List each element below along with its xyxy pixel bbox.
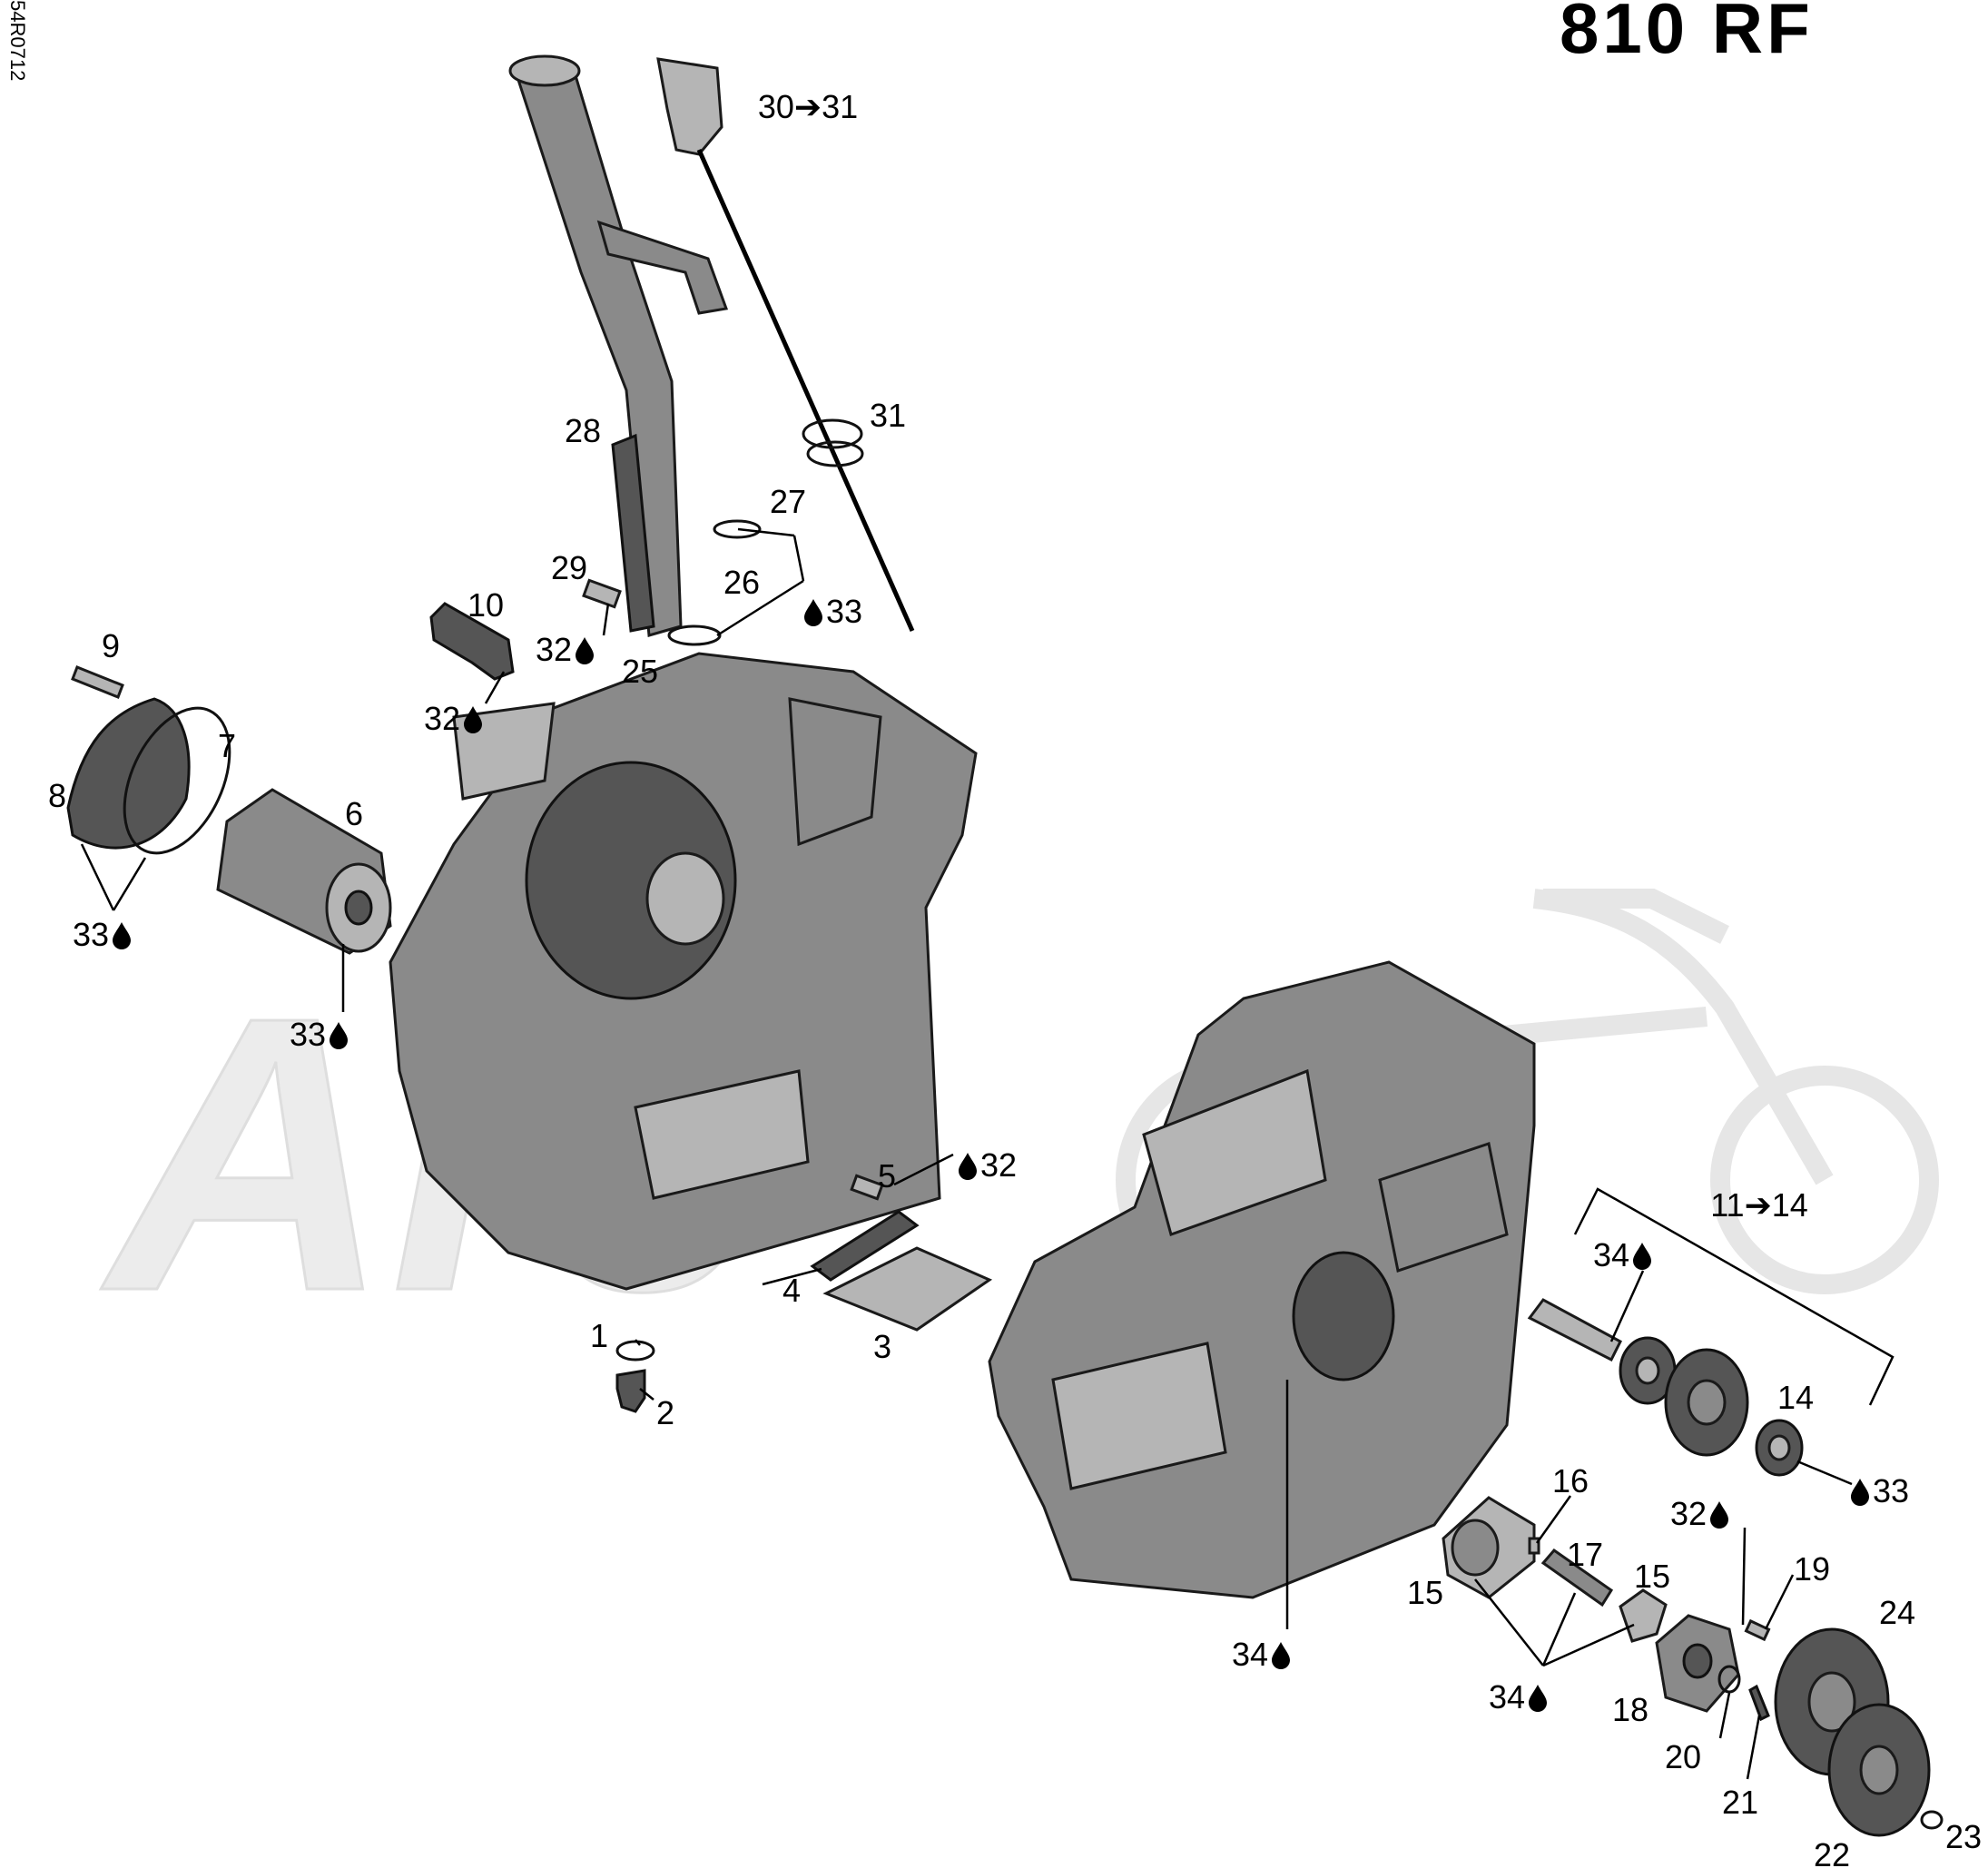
part-callout: 23 xyxy=(1945,1818,1982,1855)
o-ring-27b xyxy=(667,624,722,646)
lubricant-drop-icon xyxy=(1633,1243,1651,1270)
clip-23 xyxy=(1920,1810,1944,1830)
oil-filter-cover-8 xyxy=(66,697,191,850)
part-callout: 2 xyxy=(656,1394,674,1431)
part-callout: 34 xyxy=(1593,1236,1629,1273)
lubricant-drop-icon xyxy=(804,599,822,626)
crankcase-right xyxy=(988,960,1536,1599)
part-callout: 33 xyxy=(290,1016,326,1053)
oil-pressure-sensor-10 xyxy=(429,602,515,681)
part-callout: 25 xyxy=(622,653,658,690)
part-callout: 34 xyxy=(1489,1678,1525,1716)
part-callout: 20 xyxy=(1665,1738,1701,1775)
oil-pump-lower xyxy=(1442,1496,1944,1837)
lubricant-drop-icon xyxy=(959,1153,977,1180)
lubricant-drop-icon xyxy=(1710,1501,1728,1529)
lubricant-drop-icon xyxy=(113,922,131,949)
oil-screen-3 xyxy=(822,1246,993,1332)
group-bracket-11-14 xyxy=(1573,1187,1895,1406)
part-callout: 15 xyxy=(1634,1558,1670,1595)
pump-shaft-17 xyxy=(1540,1548,1614,1607)
part-callout: 19 xyxy=(1794,1550,1830,1588)
lubricant-drop-icon xyxy=(1851,1479,1869,1506)
part-callout: 29 xyxy=(551,549,587,586)
part-callout: 32 xyxy=(1670,1495,1707,1532)
part-callout: 27 xyxy=(770,483,806,520)
part-callout: 15 xyxy=(1407,1574,1443,1611)
lubricant-drop-icon xyxy=(330,1022,348,1049)
part-callout: 33 xyxy=(73,916,109,953)
shaft-11 xyxy=(1527,1298,1622,1362)
bolt-19 xyxy=(1744,1618,1771,1642)
part-callout: 32 xyxy=(424,700,460,737)
part-callout: 16 xyxy=(1552,1462,1589,1499)
part-callout: 3 xyxy=(873,1328,891,1365)
part-callout: 21 xyxy=(1722,1784,1758,1821)
part-callout: 30➔31 xyxy=(758,88,858,125)
leader-lines xyxy=(80,527,1853,1780)
bolt-5 xyxy=(850,1174,884,1201)
part-callout: 10 xyxy=(467,586,504,624)
part-callout: 26 xyxy=(723,564,760,601)
part-callout: 11➔14 xyxy=(1710,1186,1808,1224)
watermark: Arc xyxy=(95,889,1939,1374)
bolt-29 xyxy=(582,578,622,609)
oil-pump-assembly xyxy=(1527,1298,1804,1477)
part-callout: 18 xyxy=(1612,1691,1648,1728)
part-callout: 1 xyxy=(590,1317,608,1354)
bolt-9 xyxy=(71,665,124,699)
part-callout: 31 xyxy=(870,397,906,434)
part-callout: 22 xyxy=(1814,1836,1850,1868)
drawing-code: 54R0712 xyxy=(6,0,29,81)
lubricant-drop-icon xyxy=(1272,1642,1290,1669)
part-callout: 9 xyxy=(102,627,120,664)
lubricant-drop-icon xyxy=(464,706,482,733)
lubricant-drop-icon xyxy=(576,637,594,664)
o-ring-31b xyxy=(806,440,864,467)
o-ring-27 xyxy=(713,519,762,539)
part-callout: 14 xyxy=(1777,1379,1814,1416)
part-callout: 6 xyxy=(345,795,363,832)
pin-21 xyxy=(1748,1684,1770,1722)
o-ring-7 xyxy=(123,706,231,855)
plug-4 xyxy=(810,1210,920,1282)
lubricant-drop-icon xyxy=(1529,1685,1547,1712)
part-callout: 24 xyxy=(1879,1594,1915,1631)
part-callout: 34 xyxy=(1232,1636,1268,1673)
drain-plug-2 xyxy=(615,1369,646,1413)
washer-1 xyxy=(615,1340,655,1362)
part-callout: 32 xyxy=(980,1146,1017,1184)
o-ring-31 xyxy=(802,418,863,449)
part-callout: 28 xyxy=(565,412,601,449)
part-callout: 5 xyxy=(878,1157,896,1195)
part-callout: 7 xyxy=(218,727,236,764)
pin-16 xyxy=(1528,1537,1540,1555)
part-callout: 33 xyxy=(1873,1472,1909,1509)
page-title: 810 RF xyxy=(1560,0,1814,68)
part-callout: 4 xyxy=(782,1272,801,1309)
part-callout: 33 xyxy=(826,593,862,630)
pump-rotor-15b xyxy=(1619,1588,1668,1643)
part-callout: 32 xyxy=(536,631,572,668)
part-callout: 8 xyxy=(48,777,66,814)
part-callout: 17 xyxy=(1567,1536,1603,1573)
ring-20 xyxy=(1717,1665,1741,1694)
dipstick xyxy=(656,57,915,633)
oil-filter-6 xyxy=(216,788,392,955)
